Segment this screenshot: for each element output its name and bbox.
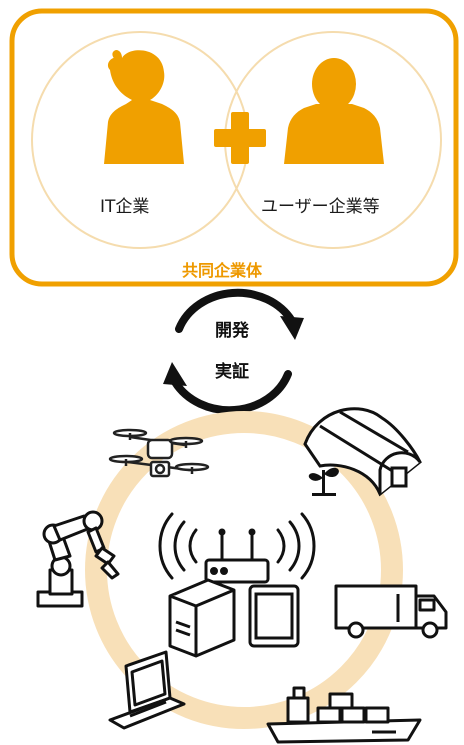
consortium-label: 共同企業体 <box>182 261 263 280</box>
greenhouse-icon <box>303 407 422 497</box>
cycle-label-development: 開発 <box>215 321 249 341</box>
wifi-signal-icon <box>158 512 316 580</box>
plus-icon <box>214 112 266 164</box>
drone-icon <box>108 428 210 478</box>
ship-icon <box>266 686 422 744</box>
consortium-frame <box>9 8 459 287</box>
cycle-arrows <box>171 288 296 415</box>
it-company-label: IT企業 <box>100 197 150 217</box>
server-icon <box>168 578 236 658</box>
male-person-icon <box>284 58 384 164</box>
robot-arm-icon <box>36 510 120 608</box>
plant-icon <box>308 467 339 496</box>
arrow-head-right <box>280 316 304 340</box>
router-icon <box>204 528 270 584</box>
user-company-label: ユーザー企業等 <box>261 197 380 217</box>
device-ring <box>85 411 403 729</box>
laptop-icon <box>108 650 186 730</box>
cycle-label-verification: 実証 <box>215 362 249 382</box>
truck-icon <box>334 584 448 639</box>
female-person-icon <box>104 50 184 164</box>
arrow-head-left <box>163 362 187 386</box>
tablet-icon <box>248 584 300 648</box>
